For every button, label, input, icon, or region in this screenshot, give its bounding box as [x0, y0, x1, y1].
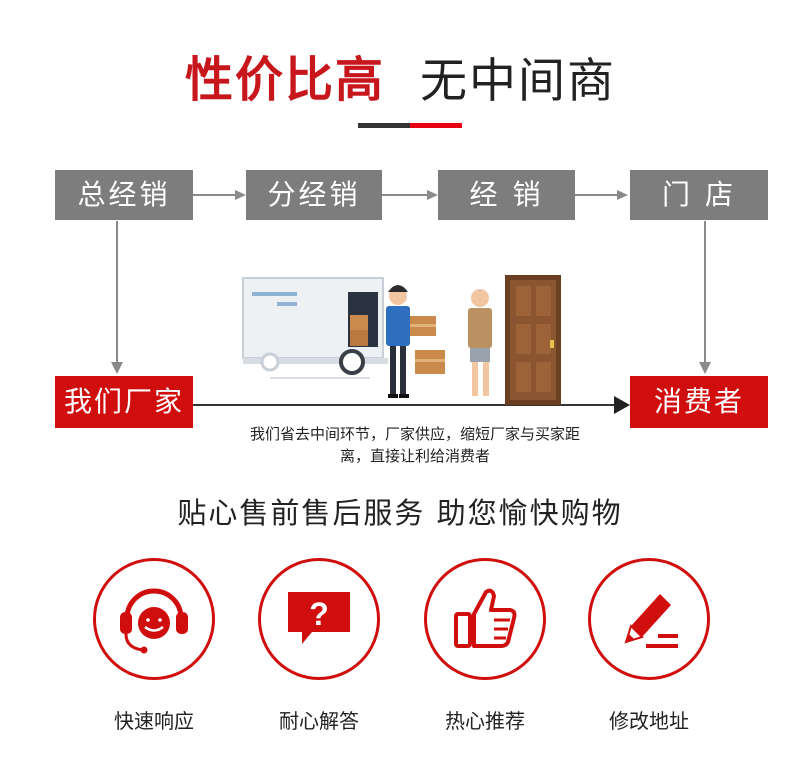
flow-caption: 我们省去中间环节，厂家供应，缩短厂家与买家距 离，直接让利给消费者	[190, 423, 640, 467]
service-subtitle: 贴心售前售后服务 助您愉快购物	[177, 496, 623, 530]
thumbs-up-icon	[454, 588, 517, 648]
pencil-icon	[624, 594, 678, 648]
step-distributor: 经 销	[438, 170, 575, 220]
delivery-illustration	[242, 275, 561, 405]
title-rest: 无中间商	[420, 54, 616, 109]
service-label-response: 快速响应	[114, 709, 194, 733]
caption-line-1: 我们省去中间环节，厂家供应，缩短厂家与买家距	[249, 425, 580, 443]
service-circle-address	[588, 558, 710, 680]
consumer-box: 消费者	[630, 376, 768, 428]
step-general-distributor: 总经销	[55, 170, 193, 220]
service-label-recommend: 热心推荐	[445, 709, 525, 733]
title-underline-dark	[358, 123, 410, 128]
factory-box: 我们厂家	[55, 376, 193, 428]
question-bubble-icon: ?	[288, 592, 350, 644]
service-circle-answer: ?	[258, 558, 380, 680]
service-circle-response	[93, 558, 215, 680]
service-circle-recommend	[424, 558, 546, 680]
title-underline-red	[410, 123, 462, 128]
service-label-address: 修改地址	[609, 709, 689, 733]
service-label-answer: 耐心解答	[279, 709, 359, 733]
step-sub-distributor: 分经销	[246, 170, 382, 220]
svg-text:?: ?	[309, 596, 329, 632]
step-store: 门 店	[630, 170, 768, 220]
title-highlight: 性价比高	[185, 52, 386, 108]
headset-icon	[120, 588, 188, 654]
caption-line-2: 离，直接让利给消费者	[339, 447, 490, 465]
